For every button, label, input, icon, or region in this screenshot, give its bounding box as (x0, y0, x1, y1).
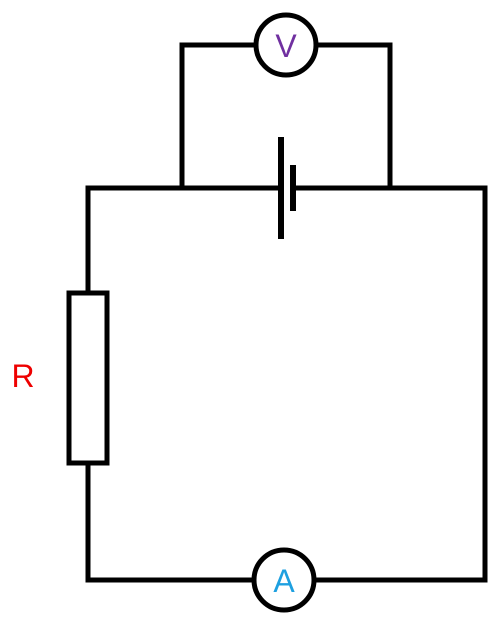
voltmeter: V (253, 12, 319, 78)
ammeter-circle (251, 547, 317, 613)
ammeter-label: A (273, 563, 295, 599)
voltmeter-label: V (275, 28, 297, 64)
main-circuit-wires (85, 185, 488, 583)
resistor-label: R (11, 358, 34, 394)
resistor-symbol (66, 290, 110, 466)
battery-cell-symbol (278, 137, 296, 239)
voltmeter-circle (253, 12, 319, 78)
voltmeter-branch-wires (179, 42, 393, 191)
ammeter: A (251, 547, 317, 613)
